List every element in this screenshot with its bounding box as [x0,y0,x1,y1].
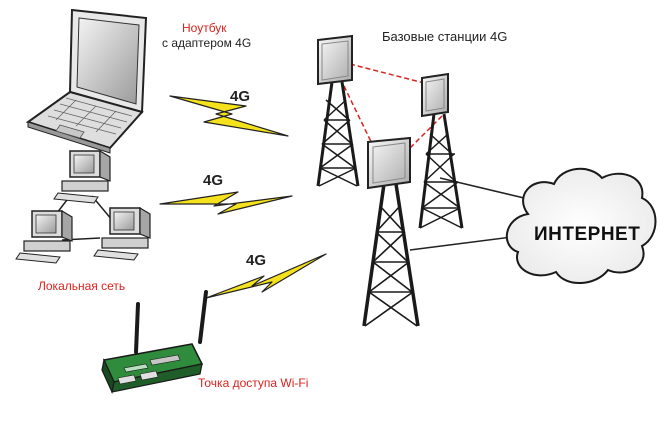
pc-icon [15,209,73,264]
laptop-label-line2: с адаптером 4G [162,36,252,50]
internet-cloud-icon [505,167,657,285]
tower-dashed-links [343,63,443,153]
pc-icon [53,149,111,204]
antenna-panel-icon [367,136,411,190]
link-label-access-point: 4G [246,252,267,269]
link-label-local-network: 4G [203,172,224,189]
link-label-laptop: 4G [230,88,251,105]
access-point-label: Точка доступа Wi-Fi [198,376,309,390]
laptop-label-line1: Ноутбук [182,21,227,35]
lightning-bolt-icon [169,95,289,137]
antenna-panel-icon [317,34,353,86]
lightning-bolt-icon [159,191,293,215]
lightning-bolt-icon [205,253,327,299]
cell-tower-icon [362,183,420,327]
pc-icon [93,206,151,261]
stations-title: Базовые станции 4G [382,29,508,44]
wifi-router-icon [101,290,208,394]
internet-label: ИНТЕРНЕТ [534,224,641,245]
cell-tower-icon [418,113,464,229]
laptop-icon [25,8,148,154]
local-network-label: Локальная сеть [38,279,126,293]
antenna-panel-icon [421,72,449,118]
cell-tower-icon [316,81,360,187]
